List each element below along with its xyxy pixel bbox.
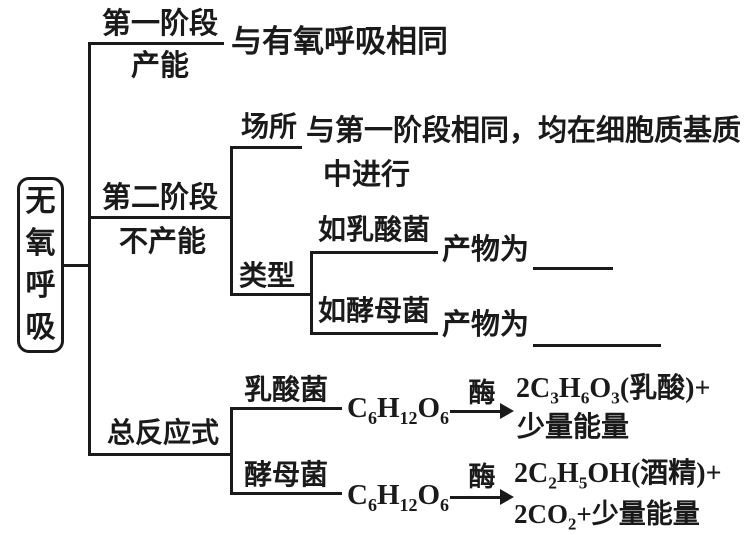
- type-sub-branch-line: [310, 251, 313, 335]
- yeast-product-formula-line2: 2CO2+少量能量: [514, 499, 700, 534]
- lactic-reaction-arrow-icon: [450, 403, 514, 420]
- yeast-product-label: 产物为: [442, 309, 530, 341]
- yeast-type-label: 如酵母菌: [318, 296, 431, 327]
- lactic-product-label: 产物为: [442, 234, 530, 266]
- root-node-char: 无: [25, 185, 56, 218]
- stage2-label: 第二阶段: [102, 182, 219, 214]
- main-branch-line: [88, 42, 91, 456]
- location-content-line2: 中进行: [323, 159, 411, 191]
- overall-sub-branch-line: [230, 407, 233, 495]
- stage1-branch-line: [88, 42, 224, 45]
- yeast-enzyme-label: 酶: [468, 462, 496, 492]
- arrow-head: [500, 403, 514, 419]
- root-node-char: 氧: [25, 227, 56, 260]
- yeast-product-formula-line1: 2C2H5OH(酒精)+: [514, 458, 722, 493]
- stage2-sublabel: 不产能: [119, 226, 207, 258]
- lactic-product-blank: [533, 267, 613, 270]
- lactic-type-branch-line: [310, 251, 438, 254]
- lactic-organism-label: 乳酸菌: [244, 375, 329, 406]
- stage1-content: 与有氧呼吸相同: [231, 24, 448, 59]
- root-connector-line: [63, 264, 91, 267]
- arrow-shaft: [450, 410, 505, 413]
- lactic-product-formula-line2: 少量能量: [517, 412, 630, 443]
- lactic-reaction-branch-line: [230, 407, 342, 410]
- lactic-reactant-formula: C6H12O6: [347, 392, 450, 428]
- yeast-product-blank: [533, 344, 661, 347]
- arrow-shaft: [450, 496, 505, 499]
- root-node-char: 呼: [25, 269, 56, 302]
- stage2-sub-branch-line: [230, 146, 233, 296]
- location-content-line1: 与第一阶段相同，均在细胞质基质: [306, 115, 742, 147]
- overall-label: 总反应式: [107, 418, 220, 449]
- location-label: 场所: [241, 112, 298, 143]
- lactic-enzyme-label: 酶: [468, 378, 496, 408]
- type-label: 类型: [239, 261, 296, 292]
- location-content: 与第一阶段相同，均在细胞质基质 中进行: [306, 109, 741, 197]
- lactic-type-label: 如乳酸菌: [318, 215, 431, 246]
- overall-branch-line: [88, 453, 233, 456]
- type-branch-line: [230, 293, 313, 296]
- root-node-box: 无 氧 呼 吸: [17, 177, 64, 353]
- yeast-reactant-formula: C6H12O6: [347, 479, 450, 515]
- location-branch-line: [230, 146, 302, 149]
- yeast-reaction-arrow-icon: [450, 489, 514, 506]
- stage1-sublabel: 产能: [131, 50, 190, 82]
- stage1-label: 第一阶段: [102, 8, 219, 40]
- root-node-char: 吸: [25, 311, 56, 344]
- arrow-head: [500, 489, 514, 505]
- yeast-organism-label: 酵母菌: [244, 460, 329, 491]
- lactic-product-formula-line1: 2C3H6O3(乳酸)+: [516, 373, 711, 408]
- yeast-type-branch-line: [310, 332, 438, 335]
- stage2-branch-line: [88, 216, 233, 219]
- yeast-reaction-branch-line: [230, 492, 342, 495]
